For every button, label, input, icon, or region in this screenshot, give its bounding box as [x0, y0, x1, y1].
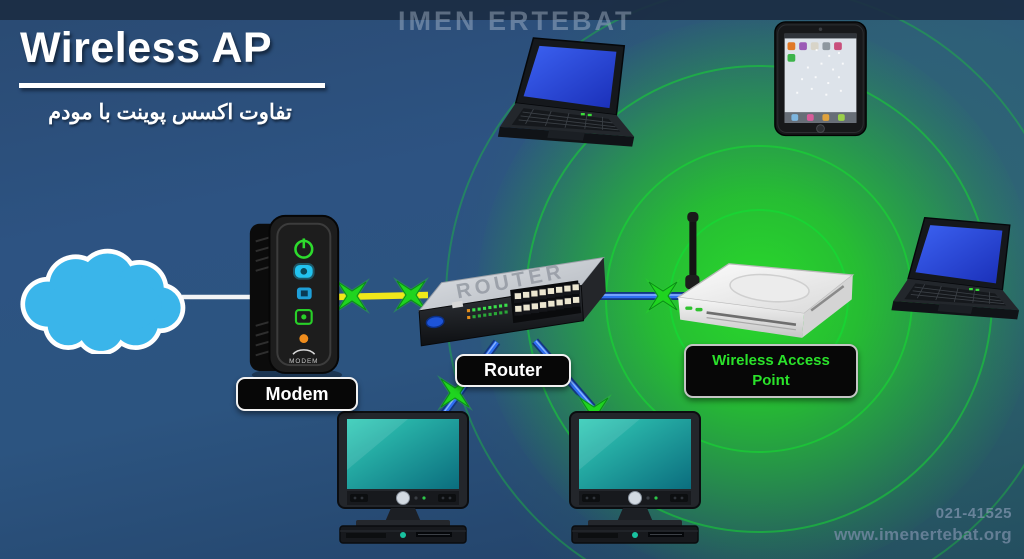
- tablet-home-button: [816, 124, 825, 133]
- website-url: www.imenertebat.org: [834, 524, 1012, 544]
- monitor-speaker: [438, 494, 456, 502]
- monitor-power-button: [396, 491, 410, 505]
- laptop-top-device: [497, 37, 635, 147]
- router-name-plate: Router: [455, 354, 571, 387]
- tablet-device: [774, 21, 867, 137]
- modem-vents: [255, 236, 270, 357]
- modem-status-lights: [293, 238, 315, 343]
- router-label-plate: [451, 300, 464, 309]
- desktop-pc-left: [337, 411, 469, 544]
- desktop-pc-right: [569, 411, 701, 544]
- router-logo-button: [425, 315, 445, 329]
- monitor-speaker: [670, 494, 688, 502]
- access-point-name-plate: Wireless Access Point: [684, 344, 858, 398]
- modem-label-text: Modem: [265, 383, 329, 404]
- modem-logo: [292, 349, 316, 355]
- wifi-ring-4: [445, 0, 1024, 559]
- router-label-text: Router: [484, 360, 542, 380]
- tablet-dock: [784, 112, 857, 123]
- router-leds: [466, 303, 508, 320]
- monitor-screen: [347, 419, 459, 489]
- modem-device: MODEM: [249, 214, 343, 382]
- laptop-screen: [523, 45, 617, 109]
- laptop-touchpad: [937, 303, 973, 314]
- phone-number: 021-41525: [935, 505, 1012, 522]
- pc-power-led: [632, 532, 638, 538]
- ap-label-line2: Point: [752, 372, 790, 389]
- online-led: [294, 309, 313, 325]
- monitor-speaker: [350, 494, 368, 502]
- internet-cloud-icon: [20, 248, 186, 354]
- tablet-camera: [818, 27, 823, 31]
- page-subtitle-farsi: تفاوت اکسس پوینت با مودم: [48, 101, 292, 124]
- tablet-screen: [784, 33, 857, 123]
- modem-name-plate: Modem: [236, 377, 358, 411]
- monitor-screen: [579, 419, 691, 489]
- monitor-speaker: [582, 494, 600, 502]
- access-point-device: [676, 212, 855, 338]
- ap-antenna: [685, 212, 700, 290]
- ap-label-line1: Wireless Access: [712, 351, 830, 369]
- router-device: ROUTER: [417, 256, 606, 347]
- top-bar: [0, 0, 1024, 20]
- laptop-screen: [915, 225, 1003, 284]
- tablet-app-icons: [787, 42, 844, 96]
- watermark-text: IMEN ERTEBAT: [398, 6, 635, 36]
- activity-led: [299, 334, 309, 343]
- footer-contact: 021-41525 www.imenertebat.org: [834, 505, 1012, 545]
- modem-front-text: MODEM: [289, 358, 318, 365]
- laptop-touchpad: [547, 129, 585, 141]
- monitor-power-button: [628, 491, 642, 505]
- ap-vent-slot: [706, 311, 797, 327]
- pc-power-led: [400, 532, 406, 538]
- page-title: Wireless AP: [20, 24, 273, 72]
- laptop-right-device: [891, 216, 1020, 320]
- ap-status-leds: [685, 306, 703, 312]
- title-underline: [19, 83, 325, 88]
